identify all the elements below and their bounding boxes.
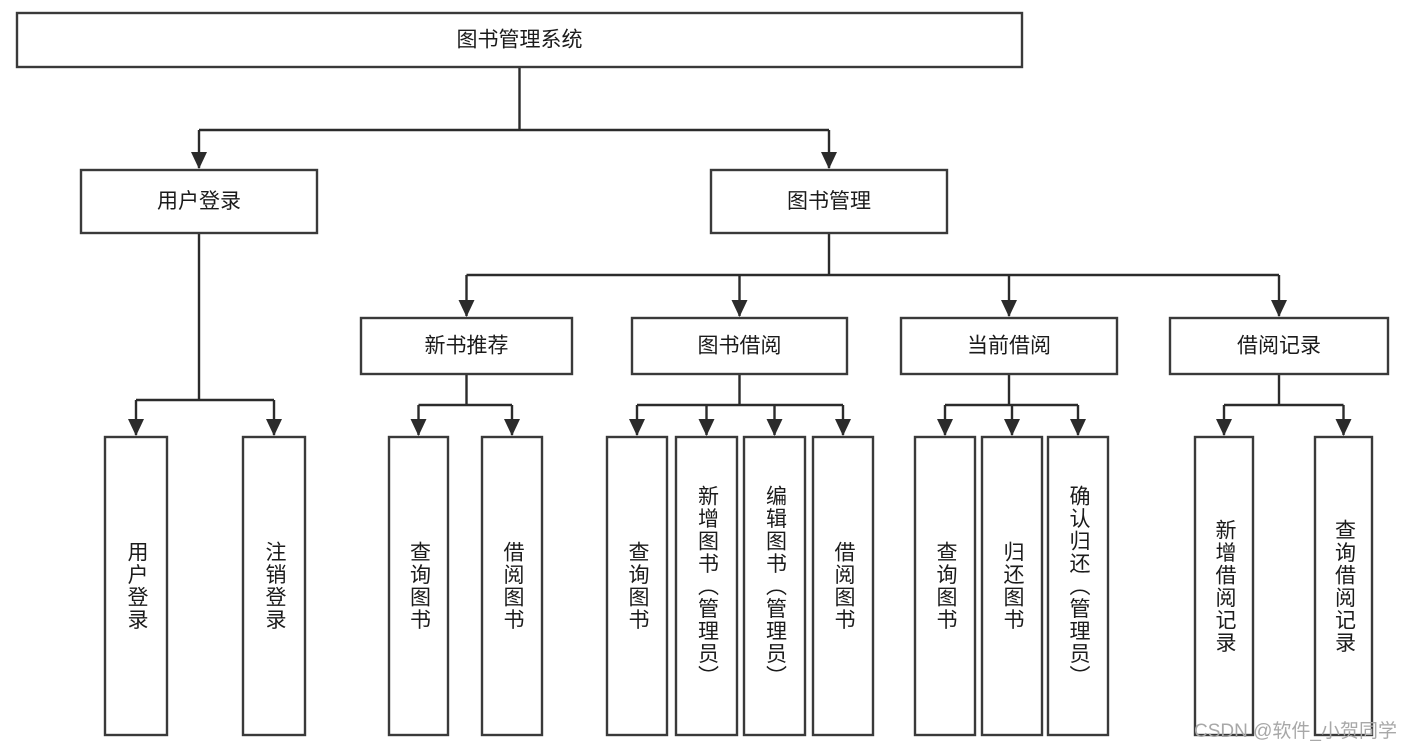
node-box-借阅记录[interactable]	[1168, 316, 1390, 376]
node-box-layer	[15, 11, 1390, 737]
arrow-head-user-login-0	[128, 419, 144, 436]
node-box-新增图书管理员[interactable]	[674, 435, 739, 737]
arrow-head-l3-1-2	[766, 419, 783, 436]
watermark-text: CSDN @软件_小贺同学	[1194, 721, 1397, 742]
arrow-head-l3-3-0	[1216, 419, 1232, 436]
arrow-head-book-mgmt-1	[731, 300, 748, 317]
node-box-借阅图书[interactable]	[811, 435, 875, 737]
node-box-确认归还管理员[interactable]	[1046, 435, 1110, 737]
arrow-head-book-mgmt-3	[1271, 300, 1287, 317]
node-label-新书推荐: 新书推荐	[425, 335, 509, 358]
arrow-head-root-0	[191, 152, 207, 169]
arrow-head-l3-0-0	[410, 419, 427, 436]
node-box-归还图书[interactable]	[980, 435, 1044, 737]
node-box-新增借阅记录[interactable]	[1193, 435, 1255, 737]
node-box-借阅图书[interactable]	[480, 435, 544, 737]
node-box-新书推荐[interactable]	[359, 316, 574, 376]
node-box-图书管理系统[interactable]	[15, 11, 1024, 69]
arrow-head-l3-2-1	[1004, 419, 1020, 436]
arrow-head-root-1	[821, 152, 837, 169]
node-box-用户登录[interactable]	[103, 435, 169, 737]
arrow-head-book-mgmt-2	[1001, 300, 1017, 317]
node-box-查询图书[interactable]	[605, 435, 669, 737]
arrow-head-book-mgmt-0	[458, 300, 475, 317]
node-box-图书管理[interactable]	[709, 168, 949, 235]
node-box-当前借阅[interactable]	[899, 316, 1119, 376]
node-box-编辑图书管理员[interactable]	[742, 435, 807, 737]
node-box-查询图书[interactable]	[387, 435, 450, 737]
node-label-图书管理系统: 图书管理系统	[457, 29, 583, 52]
node-box-查询借阅记录[interactable]	[1313, 435, 1374, 737]
node-label-图书管理: 图书管理	[787, 190, 871, 213]
node-box-用户登录[interactable]	[79, 168, 319, 235]
arrow-head-l3-2-2	[1070, 419, 1086, 436]
node-box-注销登录[interactable]	[241, 435, 307, 737]
node-label-借阅记录: 借阅记录	[1237, 335, 1321, 358]
node-box-图书借阅[interactable]	[630, 316, 849, 376]
arrow-head-l3-1-1	[698, 419, 715, 436]
arrow-head-l3-0-1	[504, 419, 520, 436]
arrow-head-user-login-1	[266, 419, 282, 436]
arrow-head-l3-2-0	[937, 419, 953, 436]
arrow-head-l3-3-1	[1335, 419, 1352, 436]
node-box-查询图书[interactable]	[913, 435, 977, 737]
connector-layer	[128, 67, 1352, 436]
node-label-用户登录: 用户登录	[157, 190, 241, 213]
arrow-head-l3-1-3	[835, 419, 851, 436]
node-label-图书借阅: 图书借阅	[698, 335, 782, 358]
node-label-当前借阅: 当前借阅	[967, 335, 1051, 358]
arrow-head-l3-1-0	[629, 419, 645, 436]
